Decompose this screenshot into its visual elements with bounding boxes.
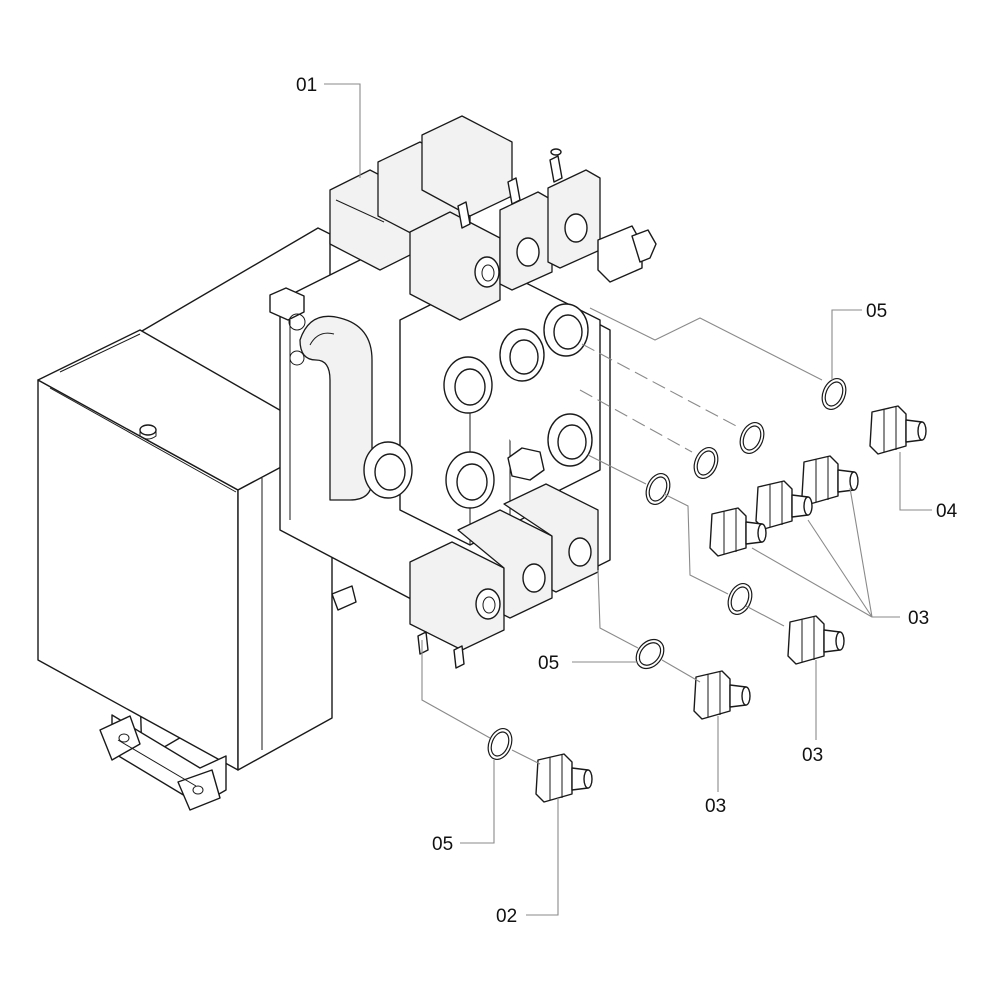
- callout-leaders: [324, 83, 932, 916]
- callout-03-bottom: 03: [705, 796, 726, 817]
- callout-05-top: 05: [866, 301, 887, 322]
- callout-labels: 01 05 04 03 05 03 03 05 02: [296, 75, 958, 927]
- o-ring-seals: [487, 378, 847, 760]
- valve-manifold-block: [269, 115, 657, 669]
- callout-05-middle: 05: [538, 653, 559, 674]
- callout-01: 01: [296, 75, 317, 96]
- callout-05-bottom: 05: [432, 834, 453, 855]
- callout-03-right: 03: [802, 745, 823, 766]
- hydraulic-fittings: [535, 405, 927, 803]
- callout-02: 02: [496, 906, 517, 927]
- assembly-axis-lines: [421, 307, 823, 765]
- callout-03-group: 03: [908, 608, 929, 629]
- callout-04: 04: [936, 501, 958, 522]
